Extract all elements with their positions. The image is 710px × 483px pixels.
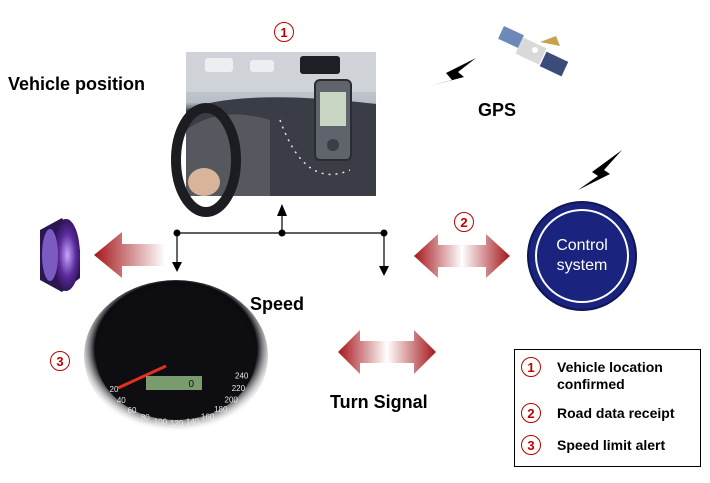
speedometer-image: [84, 280, 268, 432]
arrow-both-control: [414, 234, 510, 278]
odometer-display: [146, 376, 202, 390]
legend-text-line2: confirmed: [557, 376, 625, 392]
legend-badge: 3: [521, 435, 541, 455]
arrow-down-right: [379, 266, 389, 276]
connector-dots: [173, 229, 388, 237]
speedometer-tick-label: 200: [225, 396, 239, 405]
legend-text: Vehicle location confirmed: [557, 359, 663, 393]
arrow-down-left: [172, 262, 182, 272]
turn-signal-label: Turn Signal: [330, 392, 428, 412]
speaker-icon: [40, 218, 80, 292]
speedometer-tick-label: 160: [201, 413, 215, 422]
control-system-text: Control system: [528, 236, 636, 276]
speed-needle: [117, 364, 167, 390]
speedometer-tick-label: 220: [232, 384, 246, 393]
speedometer-tick-label: 140: [186, 417, 200, 426]
legend-badge: 2: [521, 403, 541, 423]
speedometer-tick-label: 100: [154, 418, 168, 427]
gps-label: GPS: [478, 100, 517, 120]
odometer-value: 0: [188, 379, 194, 390]
legend-text-line1: Vehicle location: [557, 359, 663, 375]
speedometer-tick-label: 120: [170, 419, 184, 428]
signal-bolt-icon: [430, 58, 476, 86]
control-system-line1: Control: [556, 237, 608, 254]
connector-lines: [176, 210, 385, 272]
badge-1: 1: [274, 22, 294, 42]
speedometer-tick-label: 20: [110, 385, 119, 394]
legend-badge: 1: [521, 357, 541, 377]
speedometer-tick-label: 240: [235, 372, 249, 381]
satellite-icon: [498, 26, 569, 77]
legend-text: Road data receipt: [557, 405, 675, 421]
badge-2: 2: [454, 212, 474, 232]
arrow-up-center: [277, 204, 287, 216]
speedometer-tick-label: 60: [128, 406, 137, 415]
control-system-line2: system: [556, 257, 608, 274]
legend-box: 1 Vehicle location confirmed 2 Road data…: [514, 349, 701, 467]
signal-bolt-icon: [578, 150, 622, 190]
speedometer-tick-label: 80: [141, 413, 150, 422]
speedometer-tick-label: 40: [117, 396, 126, 405]
control-system-node: [527, 201, 637, 311]
car-interior-image: [171, 52, 376, 217]
arrow-left-to-speaker: [94, 232, 165, 278]
speedometer-tick-label: 180: [214, 405, 228, 414]
badge-3: 3: [50, 351, 70, 371]
legend-text: Speed limit alert: [557, 437, 666, 453]
arrow-both-turn-signal: [338, 330, 436, 374]
vehicle-position-label: Vehicle position: [8, 74, 146, 94]
speed-label: Speed: [250, 294, 305, 314]
